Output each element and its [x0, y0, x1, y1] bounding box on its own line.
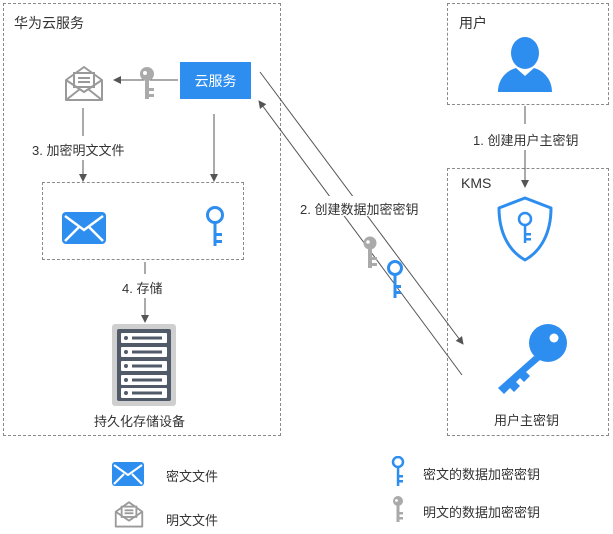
cloud-service-node[interactable]: 云服务: [180, 62, 251, 99]
kms-region: [447, 168, 609, 436]
user-title: 用户: [459, 15, 487, 31]
encrypted-key-icon: [206, 206, 224, 246]
storage-label: 持久化存储设备: [94, 414, 186, 429]
user-master-key-label: 用户主密钥: [494, 413, 560, 428]
big-key-icon: [498, 324, 567, 394]
encrypted-data-group: [42, 182, 244, 260]
plaintext-key-icon-transit: [363, 236, 377, 268]
user-region: [447, 3, 609, 105]
step2-label: 2. 创建数据加密密钥: [300, 202, 419, 217]
legend-encrypted-key-icon: [391, 456, 405, 486]
encrypted-key-icon-transit: [387, 260, 403, 298]
step1-label: 1. 创建用户主密钥: [473, 133, 579, 148]
step4-label: 4. 存储: [122, 281, 163, 296]
cloud-service-label: 云服务: [194, 72, 237, 89]
legend-plaintext-file-label: 明文文件: [166, 513, 219, 528]
envelope-icon: [62, 212, 106, 244]
plaintext-key-icon: [140, 67, 154, 99]
kms-title: KMS: [461, 175, 492, 191]
legend-envelope-icon: [112, 462, 144, 486]
legend-encrypted-file-label: 密文文件: [166, 469, 219, 484]
arrow-kms-to-service: [258, 100, 463, 376]
huawei-cloud-region: [3, 3, 281, 436]
legend-plaintext-dek-label: 明文的数据加密密钥: [423, 505, 541, 520]
legend-plaintext-key-icon: [393, 496, 403, 522]
legend-envelope-open-icon: [114, 501, 144, 528]
legend-encrypted-dek-label: 密文的数据加密密钥: [423, 467, 541, 482]
huawei-cloud-title: 华为云服务: [14, 15, 84, 31]
server-icon: [112, 324, 176, 406]
shield-icon: [497, 196, 553, 262]
user-icon: [498, 37, 552, 92]
envelope-open-icon: [65, 66, 103, 101]
step3-label: 3. 加密明文文件: [32, 143, 125, 158]
